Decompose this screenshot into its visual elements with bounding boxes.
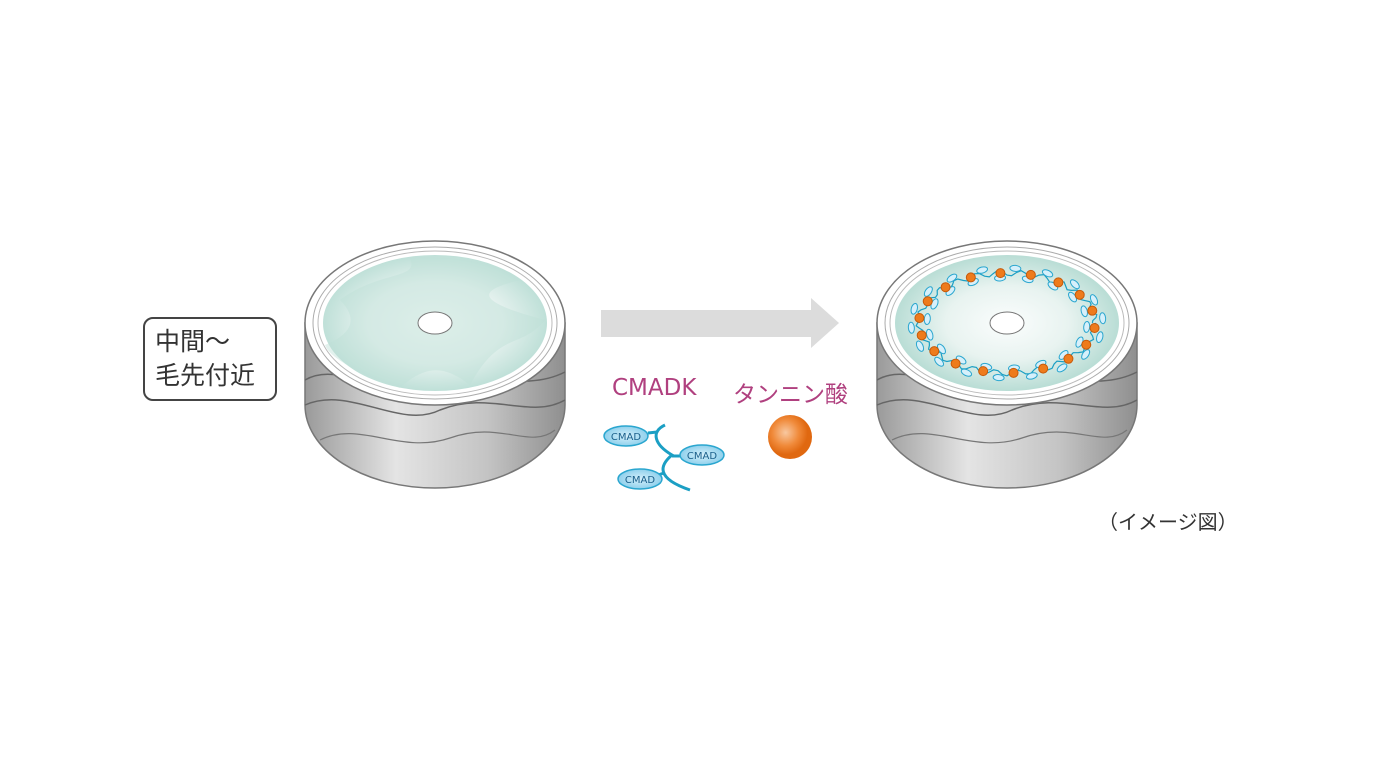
cmad-unit-icon: [1096, 331, 1104, 344]
cmad-unit-icon: [934, 356, 945, 367]
cmad-unit-icon: [1009, 264, 1022, 272]
cmad-unit-icon: [1056, 363, 1068, 373]
tannin-dot-icon: [914, 313, 925, 324]
cmad-label: CMAD: [611, 432, 641, 443]
tannin-ball-icon: [768, 415, 812, 459]
cmad-unit-icon: [1069, 279, 1080, 290]
image-caption: （イメージ図）: [1098, 510, 1238, 534]
tannin-dot-icon: [965, 272, 976, 283]
hair-cross-section-after: [876, 240, 1138, 489]
cmad-unit-icon: [910, 302, 918, 315]
tannin-dot-icon: [995, 268, 1006, 279]
tannin-dot-icon: [1081, 339, 1092, 350]
cmad-unit-icon: [915, 340, 925, 352]
hair-region-label: 中間〜 毛先付近: [143, 317, 277, 401]
cmad-unit-icon: [925, 328, 934, 341]
cmad-unit-icon: [1081, 349, 1091, 360]
tannin-dot-icon: [1008, 367, 1019, 378]
tannin-dot-icon: [1089, 322, 1100, 333]
tannin-dot-icon: [1053, 277, 1064, 288]
cmad-unit-icon: [923, 286, 933, 297]
cmadk-label: CMADK: [612, 375, 697, 401]
cmad-unit-icon: [992, 374, 1005, 382]
tannin-dot-icon: [1063, 353, 1074, 364]
cmad-unit-icon: [960, 368, 973, 377]
cmad-unit-icon: [976, 266, 989, 274]
cmad-label: CMAD: [625, 475, 655, 486]
cmad-unit-icon: [907, 321, 915, 334]
cmad-unit-icon: [1099, 312, 1107, 325]
region-label-line2: 毛先付近: [155, 361, 256, 390]
tannin-dot-icon: [940, 282, 951, 293]
tannin-dot-icon: [922, 296, 933, 307]
tannin-dot-icon: [1087, 305, 1098, 316]
tannin-dot-icon: [929, 346, 940, 357]
cmadk-molecule-icon: CMAD CMAD CMAD: [603, 423, 725, 492]
tannin-label: タンニン酸: [733, 382, 848, 408]
tannin-dot-icon: [978, 366, 989, 377]
cmad-unit-icon: [1041, 269, 1054, 278]
cmad-label: CMAD: [687, 451, 717, 462]
tannin-dot-icon: [1074, 289, 1085, 300]
tannin-dot-icon: [916, 330, 927, 341]
process-arrow: [601, 298, 839, 348]
tannin-dot-icon: [950, 358, 961, 369]
cmad-unit-icon: [946, 273, 958, 283]
tannin-dot-icon: [1025, 269, 1036, 280]
hair-cross-section-before: [304, 240, 566, 489]
cmad-unit-icon: [1080, 305, 1089, 318]
tannin-dot-icon: [1038, 363, 1049, 374]
region-label-line1: 中間〜: [155, 327, 231, 356]
cmad-unit-icon: [1089, 294, 1099, 306]
cmad-unit-icon: [1025, 372, 1038, 380]
